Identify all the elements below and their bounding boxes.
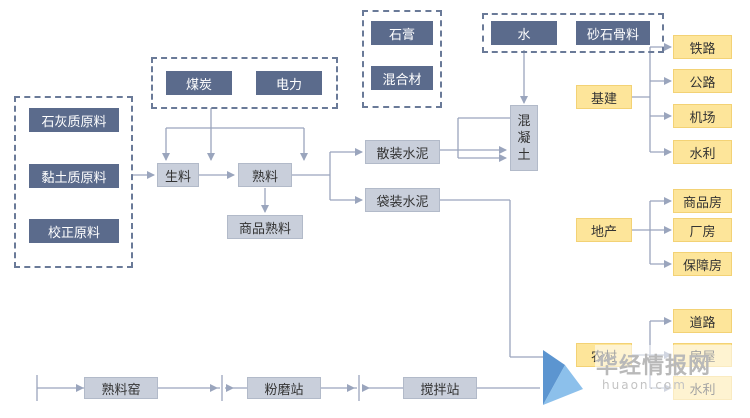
additives-group xyxy=(362,10,442,108)
aggregate-water: 水 xyxy=(491,21,557,45)
aggregates-group xyxy=(482,13,664,53)
infrastructure-item: 机场 xyxy=(673,104,732,128)
real-estate-item: 商品房 xyxy=(673,189,732,213)
station-grinding: 粉磨站 xyxy=(247,377,321,399)
sector-infrastructure: 基建 xyxy=(576,85,632,109)
bulk-cement-node: 散装水泥 xyxy=(365,140,440,164)
energy-electricity: 电力 xyxy=(256,71,322,95)
raw-material-corrective: 校正原料 xyxy=(29,219,119,243)
watermark-url: huaon.com xyxy=(602,378,687,392)
watermark-brand: 华经情报网 xyxy=(596,354,712,379)
raw-material-clay: 黏土质原料 xyxy=(29,164,119,188)
sector-real-estate: 地产 xyxy=(576,218,632,242)
station-kiln: 熟料窑 xyxy=(84,377,158,399)
energy-coal: 煤炭 xyxy=(166,71,232,95)
raw-materials-group xyxy=(14,96,133,268)
concrete-node: 混 凝 土 xyxy=(510,105,538,171)
raw-meal-node: 生料 xyxy=(157,163,199,187)
infrastructure-item: 公路 xyxy=(673,69,732,93)
raw-material-limestone: 石灰质原料 xyxy=(29,108,119,132)
clinker-node: 熟料 xyxy=(238,163,292,187)
concrete-char: 凝 xyxy=(517,130,531,146)
infrastructure-item: 水利 xyxy=(673,140,732,164)
additive-gypsum: 石膏 xyxy=(371,21,433,45)
station-mixing: 搅拌站 xyxy=(403,377,477,399)
aggregate-sand-gravel: 砂石骨料 xyxy=(576,21,650,45)
additive-mixture: 混合材 xyxy=(371,66,433,90)
watermark-logo-icon xyxy=(543,345,750,418)
real-estate-item: 厂房 xyxy=(673,218,732,242)
rural-item: 道路 xyxy=(673,309,732,333)
infrastructure-item: 铁路 xyxy=(673,35,732,59)
real-estate-item: 保障房 xyxy=(673,252,732,276)
energy-group xyxy=(151,57,338,109)
bagged-cement-node: 袋装水泥 xyxy=(365,188,440,212)
concrete-char: 混 xyxy=(517,113,531,129)
commercial-clinker-node: 商品熟料 xyxy=(227,215,303,239)
concrete-char: 土 xyxy=(517,147,531,163)
